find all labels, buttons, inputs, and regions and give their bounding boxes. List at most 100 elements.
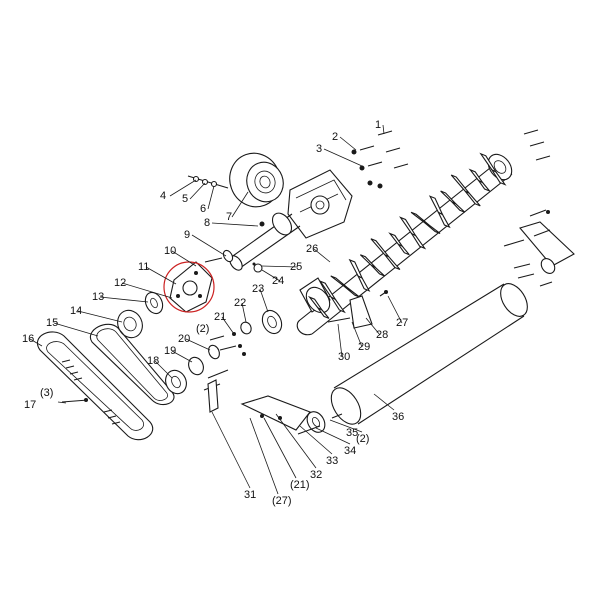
callout-13: 13 — [92, 291, 104, 303]
flail-knife — [410, 232, 427, 250]
leader-line — [189, 182, 206, 200]
callout-2-parenthesized-right: (2) — [356, 433, 369, 445]
callout-17: 17 — [24, 399, 36, 411]
callout-19: 19 — [164, 345, 176, 357]
callout-11: 11 — [138, 261, 149, 273]
flail-knife — [428, 195, 444, 216]
flail-knife — [490, 168, 507, 186]
flail-knife — [397, 243, 410, 256]
leader-line — [339, 136, 357, 151]
callout-27-parenthesized: (27) — [272, 495, 292, 507]
leader-line — [259, 288, 269, 313]
callout-16: 16 — [22, 333, 34, 345]
leader-line — [299, 425, 333, 455]
leader-line — [351, 321, 363, 348]
bearing-parts — [165, 309, 283, 413]
flail-knife — [329, 296, 346, 314]
flail-knife — [464, 190, 481, 207]
leader-line — [185, 338, 211, 351]
leader-line — [387, 295, 403, 324]
callout-9: 9 — [184, 229, 190, 241]
flail-knife — [424, 222, 441, 234]
flail-knife — [344, 286, 361, 298]
leader-line — [313, 248, 331, 263]
callout-31: 31 — [244, 489, 256, 501]
leader-line — [263, 417, 297, 479]
leader-line — [207, 185, 215, 210]
gearbox — [229, 169, 353, 271]
callout-26: 26 — [306, 243, 318, 255]
leader-line — [171, 250, 197, 267]
leader-line — [315, 427, 351, 445]
callout-18: 18 — [147, 355, 159, 367]
callout-20: 20 — [178, 333, 190, 345]
mounting-bracket — [327, 290, 388, 329]
flail-knife — [384, 254, 401, 271]
flail-knives — [307, 152, 507, 319]
leader-line — [221, 316, 235, 335]
leader-line — [323, 148, 363, 167]
callout-6: 6 — [200, 203, 206, 215]
callout-21-parenthesized: (21) — [290, 479, 310, 491]
leader-line — [191, 234, 227, 257]
callout-labels: 1 2 3 4 5 6 7 8 9 10 11 12 13 14 15 16 (… — [22, 119, 408, 507]
flail-knife — [450, 174, 470, 194]
roller-bearing — [240, 395, 343, 435]
flail-knife — [451, 201, 466, 213]
callout-29: 29 — [358, 341, 370, 353]
leader-line — [261, 269, 281, 282]
callout-7: 7 — [226, 211, 232, 223]
callout-4: 4 — [160, 190, 166, 202]
leader-line — [261, 265, 299, 268]
callout-34: 34 — [344, 445, 356, 457]
callout-3: 3 — [316, 143, 322, 155]
callout-25: 25 — [290, 261, 302, 273]
leader-line — [241, 302, 247, 323]
leader-line — [171, 350, 193, 363]
leader-line — [29, 338, 43, 347]
flail-knife — [468, 168, 485, 185]
callout-3-parenthesized: (3) — [40, 387, 53, 399]
leader-line — [373, 393, 395, 411]
small-pulleys — [117, 291, 164, 339]
leader-line — [329, 419, 363, 433]
leader-lines — [29, 124, 403, 495]
leader-line — [211, 411, 251, 489]
flail-knife — [437, 211, 451, 229]
hub-flange-assembly — [163, 249, 234, 313]
drive-pulley — [229, 152, 284, 208]
callout-32: 32 — [310, 469, 322, 481]
callout-21: 21 — [214, 311, 226, 323]
callout-33: 33 — [326, 455, 338, 467]
leader-line — [365, 317, 381, 336]
callout-24: 24 — [272, 275, 284, 287]
leader-line — [382, 124, 385, 135]
nut-washer — [252, 262, 263, 273]
bolt-set — [187, 175, 229, 189]
belt-guard — [37, 331, 154, 441]
leader-line — [169, 179, 197, 197]
leader-line — [154, 360, 173, 379]
callout-1: 1 — [375, 119, 381, 131]
callout-27: 27 — [396, 317, 408, 329]
callout-5: 5 — [182, 193, 188, 205]
callout-14: 14 — [70, 305, 82, 317]
leader-line — [145, 266, 177, 285]
callout-22: 22 — [234, 297, 246, 309]
flail-knife — [317, 307, 330, 319]
callout-36: 36 — [392, 411, 404, 423]
leader-line — [57, 401, 67, 404]
leader-line — [231, 191, 249, 218]
leader-line — [249, 417, 279, 495]
leader-line — [211, 222, 259, 227]
callout-2-parenthesized-left: (2) — [196, 323, 209, 335]
callout-2: 2 — [332, 131, 338, 143]
callout-12: 12 — [114, 277, 126, 289]
flail-knife — [356, 274, 371, 292]
guard-slots — [61, 359, 121, 425]
callout-10: 10 — [164, 245, 176, 257]
flail-knife — [371, 265, 385, 277]
callout-15: 15 — [46, 317, 58, 329]
right-support-arm — [503, 209, 575, 287]
